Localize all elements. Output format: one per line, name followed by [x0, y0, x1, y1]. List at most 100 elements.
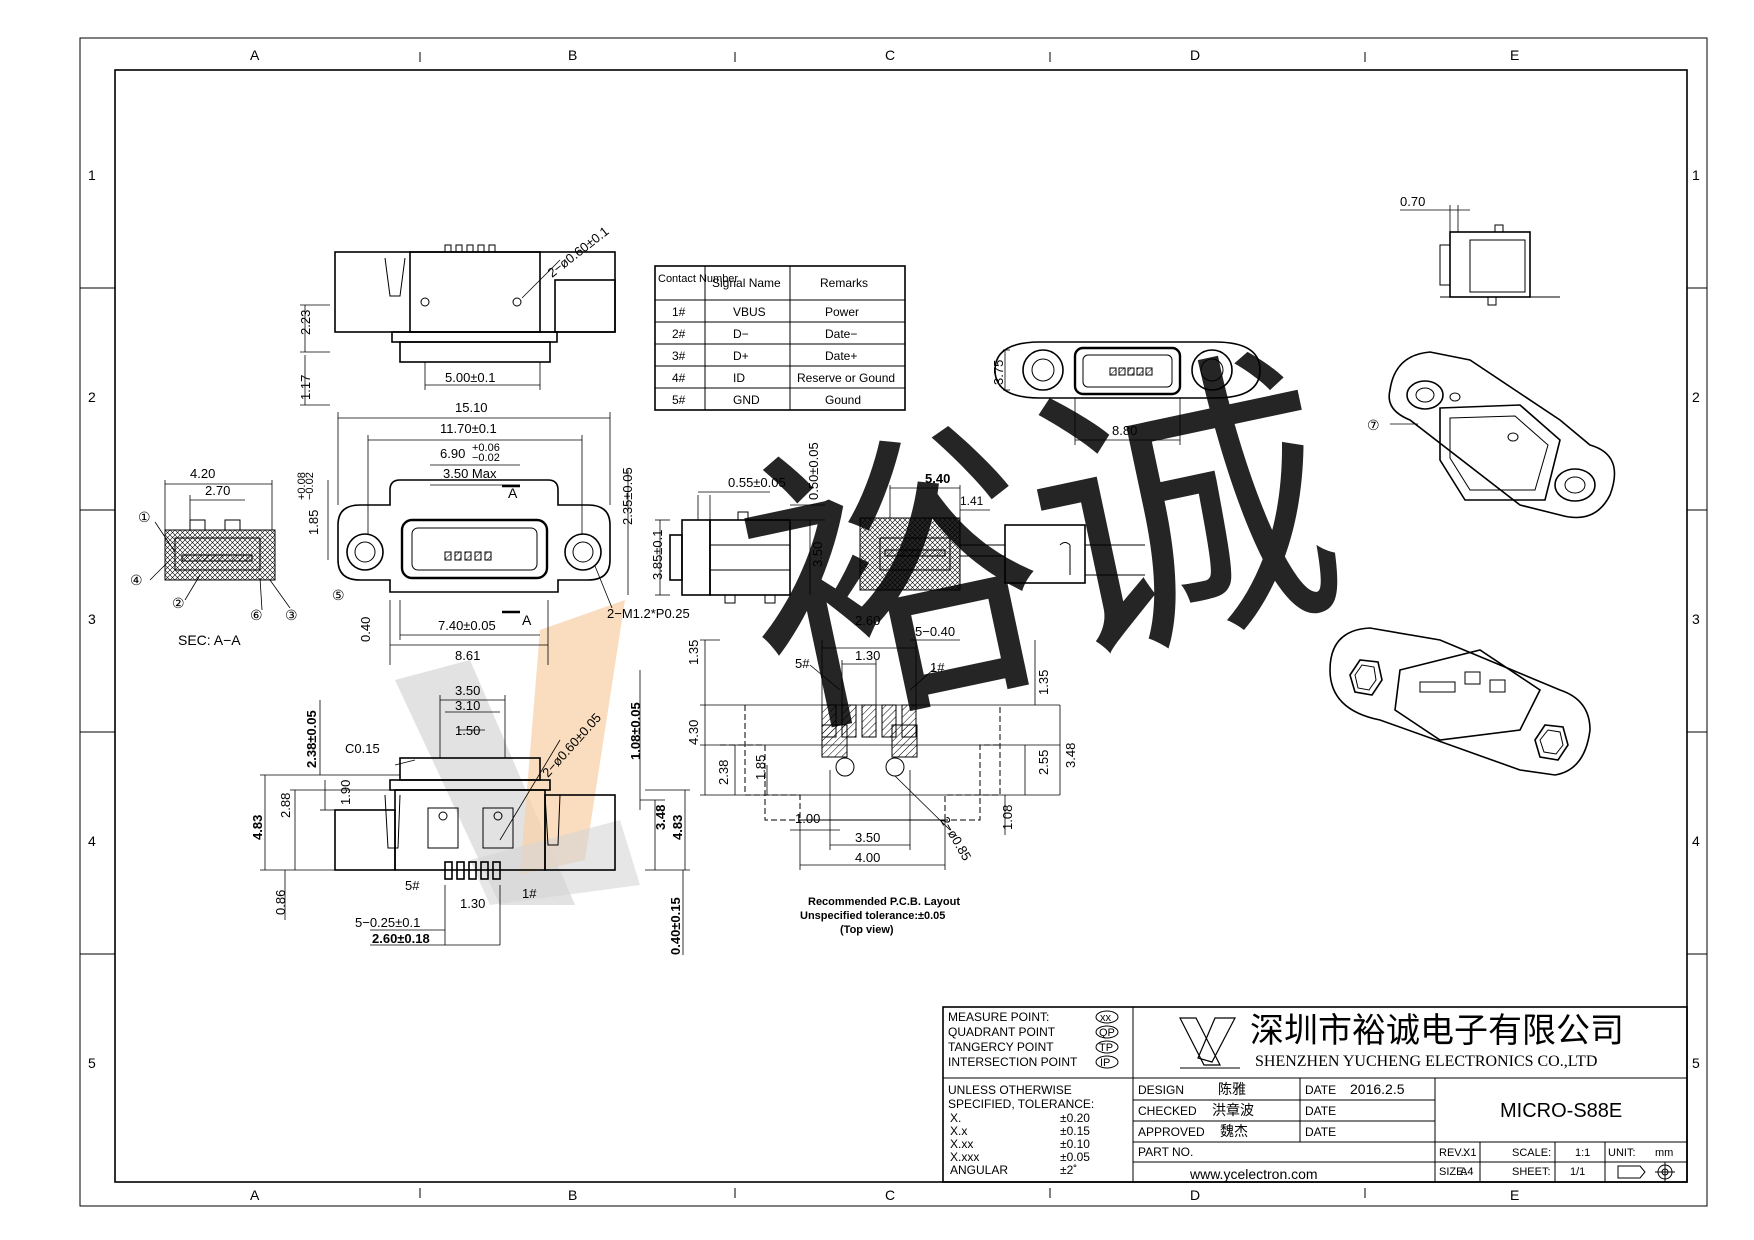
table-cell: VBUS: [733, 305, 766, 319]
rev-label: REV.:: [1439, 1147, 1467, 1159]
dim-top-h1: 2.23: [298, 310, 313, 335]
row-label-right: 4: [1692, 833, 1700, 849]
dim-pcb-k: 1.08: [1000, 805, 1015, 830]
dim-pcb-a: 2.60: [855, 613, 880, 628]
iso-top-view: [1400, 205, 1560, 306]
callout-1: ①: [138, 509, 151, 525]
company-name-en: SHENZHEN YUCHENG ELECTRONICS CO.,LTD: [1255, 1053, 1597, 1070]
dim-pcb-i: 2.55: [1036, 750, 1051, 775]
design-label: DESIGN: [1138, 1083, 1184, 1097]
dim-bot-b: 3.10: [455, 698, 480, 713]
title-block: [942, 1006, 1688, 1183]
dim-front-w2: 11.70±0.1: [440, 421, 497, 436]
pin-5-label: 5#: [795, 656, 810, 671]
dim-bot-p: 2.60±0.18: [372, 931, 430, 946]
pcb-layout: [700, 639, 1061, 870]
pcb-note-2: Unspecified tolerance:±0.05: [800, 910, 945, 922]
col-label-bottom: B: [568, 1187, 577, 1203]
unit-label: UNIT:: [1608, 1147, 1636, 1159]
dim-bot-d: 2.38±0.05: [304, 710, 319, 768]
dim-front-h1-tol-dn: −0.02: [304, 472, 316, 500]
size-label: SIZE:: [1439, 1166, 1467, 1178]
dim-bot-o: 1.30: [460, 896, 485, 911]
dim-pcb-h: 1.85: [753, 755, 768, 780]
measure-point-code: xx: [1100, 1012, 1112, 1024]
tolerance-value: ±0.05: [1060, 1150, 1090, 1164]
design-name: 陈雅: [1218, 1081, 1246, 1097]
watermark-logo-orange: [520, 600, 625, 875]
tolerance-title: SPECIFIED, TOLERANCE:: [948, 1097, 1094, 1111]
checked-label: CHECKED: [1138, 1104, 1197, 1118]
front-view: [327, 412, 629, 665]
callout-3: ③: [285, 607, 298, 623]
tolerance-key: ANGULAR: [950, 1163, 1008, 1177]
table-cell: Reserve or Gound: [797, 371, 895, 385]
col-label-bottom: A: [250, 1187, 260, 1203]
tolerance-value: ±0.20: [1060, 1111, 1090, 1125]
col-label-top: D: [1190, 47, 1200, 63]
col-label-top: C: [885, 47, 895, 63]
sheet-value: 1/1: [1570, 1166, 1585, 1178]
callout-6: ⑥: [250, 607, 263, 623]
unit-value: mm: [1655, 1147, 1673, 1159]
dim-pcb-j: 3.48: [1063, 743, 1078, 768]
pcb-note-1: Recommended P.C.B. Layout: [808, 896, 960, 908]
pcb-note-3: (Top view): [840, 924, 894, 936]
dim-bot-i: 2.88: [278, 793, 293, 818]
size-value: A4: [1460, 1166, 1473, 1178]
dim-bot-k: 3.48: [653, 805, 668, 830]
dim-bot-a: 3.50: [455, 683, 480, 698]
row-label-left: 5: [88, 1055, 96, 1071]
col-label-top: A: [250, 47, 260, 63]
part-no-label: PART NO.: [1138, 1145, 1193, 1159]
dim-front-h1: 1.85: [306, 510, 321, 535]
dim-pcb-m: 3.50: [855, 830, 880, 845]
dim-front-b2: 7.40±0.05: [438, 618, 496, 633]
border-frame: [79, 37, 1708, 1207]
callout-2: ②: [172, 595, 185, 611]
company-name-cn: 深圳市裕诚电子有限公司: [1250, 1011, 1624, 1051]
dim-front-b3: 8.61: [455, 648, 480, 663]
date-label: DATE: [1305, 1125, 1336, 1139]
dim-top-w: 5.00±0.1: [445, 370, 496, 385]
date-label: DATE: [1305, 1083, 1336, 1097]
col-label-bottom: D: [1190, 1187, 1200, 1203]
dim-side-w2: 0.50±0.05: [806, 442, 821, 500]
pin-5-label-bottom: 5#: [405, 878, 420, 893]
watermark-logo-gray-2: [470, 820, 640, 905]
dim-sec-w1: 4.20: [190, 466, 215, 481]
part-name: MICRO-S88E: [1500, 1100, 1622, 1122]
dim-front-screw: 2−M1.2*P0.25: [607, 606, 690, 621]
row-label-left: 2: [88, 389, 96, 405]
row-label-right: 2: [1692, 389, 1700, 405]
table-cell: ID: [733, 371, 745, 385]
dim-bot-e: C0.15: [345, 741, 380, 756]
dim-oval-h: 3.75: [991, 360, 1006, 385]
tolerance-key: X.xxx: [950, 1150, 979, 1164]
pin-1-label: 1#: [930, 660, 945, 675]
tolerance-key: X.x: [950, 1124, 967, 1138]
dim-bot-g: 1.08±0.05: [628, 702, 643, 760]
dim-front-b1: 0.40: [358, 617, 373, 642]
projection-symbol-icon: [1617, 1165, 1646, 1179]
watermark: 裕 诚: [395, 312, 1366, 905]
dim-sec-w2: 2.70: [205, 483, 230, 498]
col-label-bottom: C: [885, 1187, 895, 1203]
tolerance-value: ±2˚: [1060, 1163, 1077, 1177]
row-label-right: 3: [1692, 611, 1700, 627]
callout-7: ⑦: [1367, 417, 1380, 433]
measure-point-label: MEASURE POINT:: [948, 1010, 1049, 1024]
dim-side-w3: 5.40: [925, 471, 950, 486]
dim-bot-h: 4.83: [250, 815, 265, 840]
table-cell: Date+: [825, 349, 857, 363]
iso-3d-view-1: [1388, 351, 1616, 519]
measure-point-code: TP: [1099, 1042, 1113, 1054]
col-label-bottom: E: [1510, 1187, 1519, 1203]
tolerance-value: ±0.10: [1060, 1137, 1090, 1151]
dim-pcb-g: 2.38: [716, 760, 731, 785]
dim-bot-n: 5−0.25±0.1: [355, 915, 420, 930]
table-cell: 1#: [672, 305, 686, 319]
dim-front-h2: 2.35±0.05: [620, 467, 635, 525]
dim-top-h2: 1.17: [298, 375, 313, 400]
